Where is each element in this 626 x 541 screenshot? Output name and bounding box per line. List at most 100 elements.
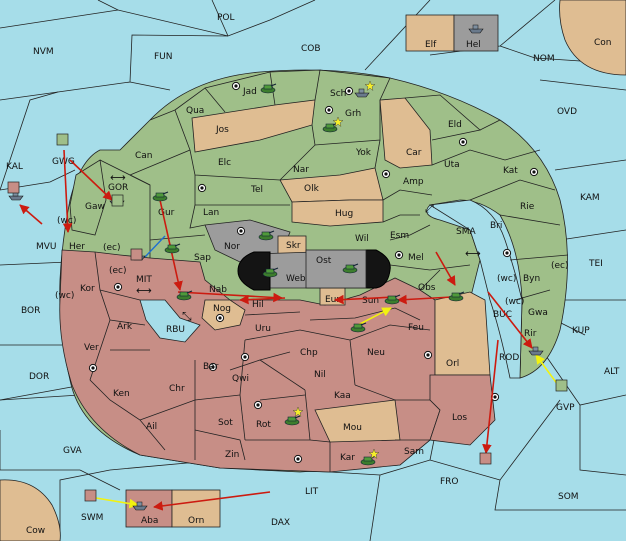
sea-rbu-inlet[interactable] <box>139 299 201 343</box>
label-sap: Sap <box>194 253 211 263</box>
label-byn-wc: (wc) <box>497 274 516 284</box>
label-byn: Byn <box>523 274 540 284</box>
label-feu: Feu <box>408 323 424 333</box>
label-her-ec: (ec) <box>103 243 121 253</box>
label-nor: Nor <box>224 242 240 252</box>
label-gur: Gur <box>158 208 175 218</box>
label-nog: Nog <box>213 304 231 314</box>
label-uta: Uta <box>444 160 460 170</box>
province-black-sea-east <box>365 249 391 289</box>
label-tel: Tel <box>250 185 263 195</box>
sea-label-kal: KAL <box>6 162 23 172</box>
land-label-layer: Elf Hel Jad Sch Qua Jos Grh Eld Can Yok … <box>55 40 569 526</box>
sea-label-lit: LIT <box>305 487 319 497</box>
label-qua: Qua <box>186 106 204 116</box>
label-nar: Nar <box>293 165 309 175</box>
label-sot: Sot <box>218 418 233 428</box>
sea-cow[interactable] <box>0 479 61 541</box>
label-rot: Rot <box>256 420 271 430</box>
label-mou: Mou <box>343 423 362 433</box>
label-chr: Chr <box>169 384 185 394</box>
sea-label-kup: KUP <box>572 326 590 336</box>
province-los[interactable] <box>429 374 496 446</box>
province-orl[interactable] <box>434 291 491 376</box>
label-kor-wc: (wc) <box>55 291 74 301</box>
label-skr: Skr <box>286 241 301 251</box>
sea-label-gwg: GWG <box>52 157 75 167</box>
label-eun: Eun <box>325 295 342 305</box>
label-olk: Olk <box>304 184 320 194</box>
province-aba[interactable] <box>125 489 173 528</box>
label-elc: Elc <box>218 158 231 168</box>
province-nog[interactable] <box>201 299 246 331</box>
label-gwa-wc: (wc) <box>505 297 524 307</box>
label-neu: Neu <box>367 348 385 358</box>
sea-label-gva: GVA <box>63 446 83 456</box>
svg-text:⟷: ⟷ <box>465 247 481 260</box>
label-eld: Eld <box>448 120 462 130</box>
sea-label-tei: TEI <box>588 259 603 269</box>
label-zin: Zin <box>225 450 239 460</box>
label-bri: Bri <box>490 221 502 231</box>
label-ver: Ver <box>84 343 99 353</box>
coast-arrows: ⟷ ⟷ ⟷ ⤢ ⤡ <box>110 171 481 323</box>
sea-con[interactable] <box>559 0 626 76</box>
sea-label-gor: GOR <box>108 183 128 193</box>
label-qwi: Qwi <box>232 374 249 384</box>
orders-layer <box>19 149 559 511</box>
label-byn-ec: (ec) <box>551 261 569 271</box>
label-gaw: Gaw <box>85 202 105 212</box>
label-web: Web <box>286 274 306 284</box>
svg-text:⟷: ⟷ <box>110 171 126 184</box>
label-chp: Chp <box>300 348 318 358</box>
sea-label-ovd: OVD <box>557 107 577 117</box>
unit-markers <box>7 133 568 502</box>
label-can: Can <box>135 151 153 161</box>
label-orn-top: Orn <box>188 516 204 526</box>
label-nab: Nab <box>209 285 227 295</box>
sea-label-buc: BUC <box>493 310 512 320</box>
label-rie: Rie <box>520 202 535 212</box>
label-jad: Jad <box>242 87 257 97</box>
sea-sma-inlet[interactable] <box>428 199 523 379</box>
label-sam: Sam <box>404 447 424 457</box>
sea-label-pol: POL <box>217 13 235 23</box>
sea-label-rbu: RBU <box>166 325 185 335</box>
label-hug: Hug <box>335 209 353 219</box>
label-mel: Mel <box>408 253 424 263</box>
label-yok: Yok <box>355 148 372 158</box>
sea-label-swm: SWM <box>81 513 103 523</box>
sea-label-kam: KAM <box>580 193 600 203</box>
label-grh: Grh <box>345 109 361 119</box>
label-wil: Wil <box>355 234 369 244</box>
label-kor-ec: (ec) <box>109 266 127 276</box>
sea-label-sma: SMA <box>456 227 476 237</box>
label-bar: Bar <box>203 362 219 372</box>
province-borders <box>89 69 569 472</box>
sea-label-alt: ALT <box>604 367 620 377</box>
label-kaa: Kaa <box>334 391 351 401</box>
sea-label-fro: FRO <box>440 477 459 487</box>
province-orn[interactable] <box>171 489 221 528</box>
label-kar: Kar <box>340 453 355 463</box>
sea-label-cob: COB <box>301 44 321 54</box>
sea-label-con: Con <box>594 38 612 48</box>
sea-label-layer: POL NVM FUN COB NOM Con OVD KAM KAL GOR … <box>6 13 620 536</box>
label-jos: Jos <box>215 125 229 135</box>
label-esm: Esm <box>390 231 409 241</box>
label-lan: Lan <box>203 208 219 218</box>
label-ost: Ost <box>316 256 332 266</box>
label-ken: Ken <box>113 389 130 399</box>
label-kat: Kat <box>503 166 518 176</box>
label-car: Car <box>406 148 422 158</box>
label-aba-top: Aba <box>141 516 158 526</box>
label-gwa: Gwa <box>528 308 548 318</box>
sea-label-fun: FUN <box>154 52 173 62</box>
label-sun: Sun <box>362 296 379 306</box>
sea-label-rod: ROD <box>499 353 519 363</box>
label-amp: Amp <box>403 177 424 187</box>
label-uru: Uru <box>255 324 271 334</box>
sea-label-mvu: MVU <box>36 242 57 252</box>
sea-label-mit: MIT <box>136 275 152 285</box>
